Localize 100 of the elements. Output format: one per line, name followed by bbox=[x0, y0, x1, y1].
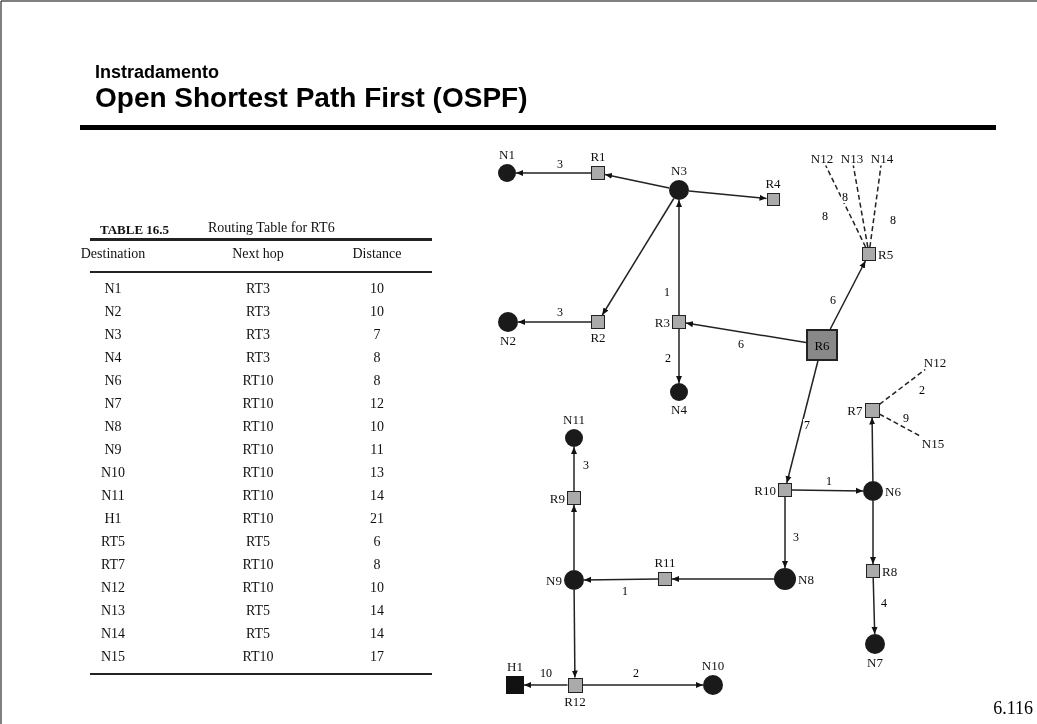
table-cell: RT10 bbox=[242, 511, 274, 527]
arrow bbox=[571, 504, 577, 571]
node-label: R10 bbox=[754, 483, 776, 497]
table-cell: 10 bbox=[370, 281, 384, 297]
node-label: R12 bbox=[564, 694, 586, 708]
dashed-link bbox=[824, 164, 867, 248]
edge-label: 10 bbox=[539, 667, 553, 679]
table-cell: 17 bbox=[370, 649, 384, 665]
edge-label: 4 bbox=[880, 597, 888, 609]
table-cell: 10 bbox=[370, 304, 384, 320]
network-label: N12 bbox=[810, 151, 834, 165]
table-cell: RT10 bbox=[242, 465, 274, 481]
arrow bbox=[515, 170, 592, 176]
table-cell: RT10 bbox=[242, 580, 274, 596]
table-cell: N9 bbox=[104, 442, 122, 458]
arrow bbox=[523, 682, 569, 688]
table-cell: N15 bbox=[100, 649, 126, 665]
arrow bbox=[583, 576, 659, 583]
edge-label: 1 bbox=[825, 475, 833, 487]
node-label: N9 bbox=[546, 573, 562, 587]
node-label: R6 bbox=[814, 338, 830, 352]
node-label: N7 bbox=[867, 656, 883, 669]
node-label: R8 bbox=[882, 564, 898, 578]
table-cell: 12 bbox=[370, 396, 384, 412]
table-cell: RT5 bbox=[100, 534, 126, 550]
table-cell: RT3 bbox=[245, 281, 271, 297]
arrow bbox=[829, 260, 867, 330]
arrow bbox=[517, 319, 592, 325]
node-label: R7 bbox=[847, 403, 863, 417]
table-cell: RT5 bbox=[245, 603, 271, 619]
table-cell: N3 bbox=[104, 327, 122, 343]
table-cell: 10 bbox=[370, 419, 384, 435]
network-label: N15 bbox=[921, 436, 945, 450]
node-label: R3 bbox=[654, 315, 670, 329]
table-cell: N11 bbox=[101, 488, 125, 504]
arrow bbox=[601, 197, 675, 316]
node-label: R4 bbox=[765, 176, 781, 190]
table-cell: RT10 bbox=[242, 488, 274, 504]
arrow bbox=[685, 321, 807, 344]
table-cell: 14 bbox=[370, 603, 384, 619]
table-cell: N10 bbox=[100, 465, 126, 481]
node-label: R2 bbox=[590, 331, 606, 344]
edge-label: 6 bbox=[737, 338, 745, 350]
table-cell: 8 bbox=[373, 350, 381, 366]
edge-label: 3 bbox=[792, 531, 800, 543]
edge-label: 3 bbox=[556, 306, 564, 318]
arrow bbox=[688, 190, 768, 201]
table-cell: 21 bbox=[370, 511, 384, 527]
node-label: R1 bbox=[590, 150, 606, 163]
column-header: Next hop bbox=[232, 246, 284, 262]
page-number: 6.116 bbox=[993, 698, 1033, 719]
table-cell: 7 bbox=[373, 327, 381, 343]
arrow bbox=[571, 446, 577, 492]
arrow bbox=[791, 487, 864, 494]
node-label: N6 bbox=[885, 484, 901, 498]
edge-label: 2 bbox=[664, 352, 672, 364]
table-cell: N6 bbox=[104, 373, 122, 389]
network-label: N12 bbox=[923, 355, 947, 369]
edge-label: 8 bbox=[841, 191, 849, 203]
edge-label: 1 bbox=[663, 286, 671, 298]
edge-label: 3 bbox=[556, 158, 564, 170]
table-cell: RT10 bbox=[242, 419, 274, 435]
arrow bbox=[870, 500, 876, 565]
arrow bbox=[871, 577, 878, 635]
edge-label: 2 bbox=[632, 667, 640, 679]
arrow bbox=[785, 360, 819, 484]
table-cell: RT3 bbox=[245, 304, 271, 320]
arrow bbox=[604, 173, 670, 189]
table-cell: 10 bbox=[370, 580, 384, 596]
dashed-link bbox=[869, 164, 882, 248]
node-label: R5 bbox=[878, 247, 894, 261]
table-cell: N4 bbox=[104, 350, 122, 366]
arrow bbox=[676, 199, 682, 316]
slide-title: Open Shortest Path First (OSPF) bbox=[95, 82, 528, 114]
arrow bbox=[671, 576, 775, 582]
table-cell: RT5 bbox=[245, 534, 271, 550]
table-cell: RT3 bbox=[245, 350, 271, 366]
table-cell: RT10 bbox=[242, 442, 274, 458]
table-cell: N7 bbox=[104, 396, 122, 412]
network-label: N14 bbox=[870, 151, 894, 165]
table-cell: N8 bbox=[104, 419, 122, 435]
table-cell: N14 bbox=[100, 626, 126, 642]
table-cell: N2 bbox=[104, 304, 122, 320]
node-label: N8 bbox=[798, 572, 814, 586]
table-cell: 6 bbox=[373, 534, 381, 550]
edge-label: 2 bbox=[918, 384, 926, 396]
table-cell: 8 bbox=[373, 557, 381, 573]
node-label: N11 bbox=[563, 413, 585, 426]
arrow bbox=[676, 328, 682, 384]
table-cell: RT10 bbox=[242, 396, 274, 412]
table-cell: RT10 bbox=[242, 373, 274, 389]
edge-label: 8 bbox=[889, 214, 897, 226]
network-label: N13 bbox=[840, 151, 864, 165]
edge-label: 1 bbox=[621, 585, 629, 597]
table-cell: 8 bbox=[373, 373, 381, 389]
arrow bbox=[571, 589, 578, 679]
edge-label: 3 bbox=[582, 459, 590, 471]
table-caption: TABLE 16.5 bbox=[100, 222, 170, 238]
table-cell: 13 bbox=[370, 465, 384, 481]
dashed-link bbox=[878, 413, 922, 438]
